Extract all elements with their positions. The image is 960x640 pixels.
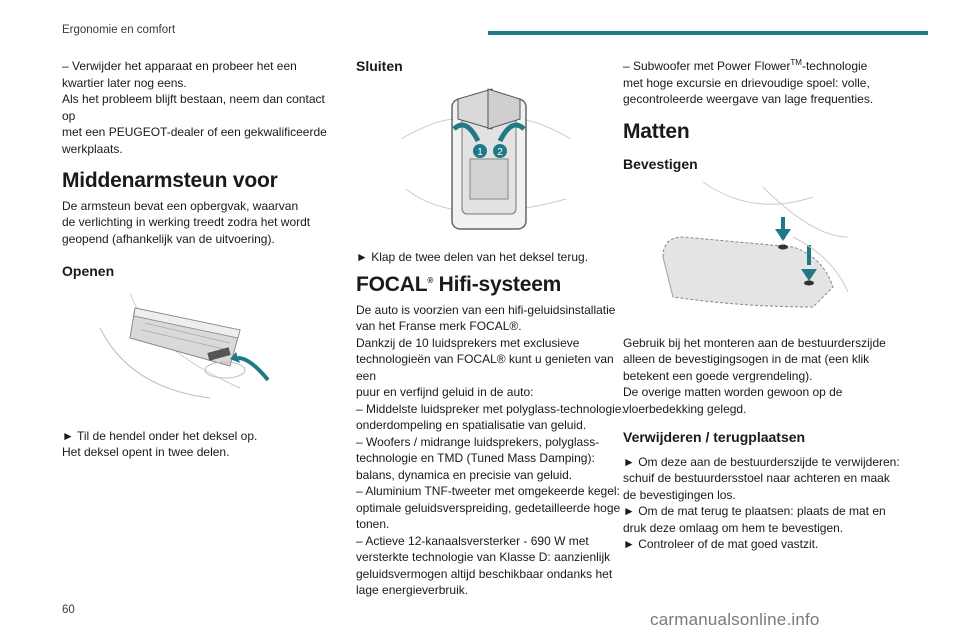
paragraph-line: – Middelste luidspreker met polyglass-te… (356, 401, 625, 416)
instruction-line: ► Om de mat terug te plaatsen: plaats de… (623, 504, 886, 518)
header-accent-bar (488, 31, 928, 35)
paragraph-line: kwartier later nog eens. (62, 75, 187, 90)
paragraph-line: met hoge excursie en drievoudige spoel: … (623, 75, 870, 90)
paragraph-line: De overige matten worden gewoon op de (623, 385, 843, 399)
instruction-line: ► Om deze aan de bestuurderszijde te ver… (623, 454, 900, 469)
column-3: – Subwoofer met Power FlowerTM-technolog… (623, 58, 901, 553)
paragraph-line: technologie en TMD (Tuned Mass Damping): (356, 451, 595, 465)
figure-label-1: 1 (477, 147, 483, 158)
heading-bevestigen: Bevestigen (623, 156, 698, 172)
floor-mat-illustration (643, 177, 853, 319)
paragraph-line: optimale geluidsverspreiding, gedetaille… (356, 500, 621, 515)
paragraph-line: Gebruik bij het monteren aan de bestuurd… (623, 335, 886, 350)
heading-middenarmsteun: Middenarmsteun voor (62, 169, 278, 192)
paragraph-line: met een PEUGEOT-dealer of een gekwalific… (62, 125, 327, 139)
paragraph-line: lage energieverbruik. (356, 583, 469, 597)
column-2: Sluiten 1 2 ► Klap de twee delen van het… (356, 58, 634, 599)
paragraph-line: van het Franse merk FOCAL®. (356, 319, 522, 333)
paragraph-line: – Verwijder het apparaat en probeer het … (62, 59, 297, 73)
paragraph-line: versterkte technologie van Klasse D: aan… (356, 550, 611, 564)
instruction-line: ► Controleer of de mat goed vastzit. (623, 537, 819, 551)
section-header: Ergonomie en comfort (62, 24, 176, 36)
paragraph-line: alleen de bevestigingsogen in de mat (ee… (623, 352, 870, 366)
paragraph-line: de verlichting in werking treedt zodra h… (62, 215, 311, 229)
paragraph-line: onderdompeling en spatialisatie van gelu… (356, 418, 587, 432)
heading-sluiten: Sluiten (356, 58, 403, 74)
paragraph-line: betekent een goede vergrendeling). (623, 368, 813, 383)
heading-openen: Openen (62, 263, 115, 279)
heading-matten: Matten (623, 119, 690, 143)
paragraph-line: De armsteun bevat een opbergvak, waarvan (62, 198, 299, 213)
paragraph-line: – Aluminium TNF-tweeter met omgekeerde k… (356, 484, 620, 498)
paragraph-line: De auto is voorzien van een hifi-geluids… (356, 302, 616, 317)
paragraph-line: – Actieve 12-kanaalsversterker - 690 W m… (356, 533, 589, 548)
paragraph-line: schuif de bestuurdersstoel naar achteren… (623, 471, 890, 485)
paragraph-line: geopend (afhankelijk van de uitvoering). (62, 231, 275, 246)
paragraph-line: – Woofers / midrange luidsprekers, polyg… (356, 434, 600, 449)
paragraph-line: geluidsvermogen altijd beschikbaar ondan… (356, 566, 613, 581)
paragraph-line: technologieën van FOCAL® kunt u genieten… (356, 352, 614, 383)
paragraph-line: druk deze omlaag om hem te bevestigen. (623, 520, 844, 535)
watermark: carmanualsonline.info (650, 610, 820, 629)
column-1: – Verwijder het apparaat en probeer het … (62, 58, 340, 461)
paragraph-line: Dankzij de 10 luidsprekers met exclusiev… (356, 335, 580, 350)
armrest-open-illustration (90, 288, 270, 412)
paragraph-line: Als het probleem blijft bestaan, neem da… (62, 92, 325, 123)
page-number: 60 (62, 604, 75, 616)
paragraph-line: tonen. (356, 517, 390, 531)
focal-text: De auto is voorzien van een hifi-geluids… (356, 302, 634, 599)
paragraph-line: puur en verfijnd geluid in de auto: (356, 385, 534, 399)
figure-label-2: 2 (497, 147, 503, 158)
instruction-line: ► Til de hendel onder het deksel op. (62, 428, 258, 443)
instruction-line: ► Klap de twee delen van het deksel teru… (356, 249, 589, 264)
paragraph-line: balans, dynamica en precisie van geluid. (356, 467, 573, 482)
heading-focal: FOCAL® Hifi-systeem (356, 273, 562, 296)
paragraph-line: Het deksel opent in twee delen. (62, 445, 230, 459)
paragraph-line: vloerbedekking gelegd. (623, 401, 747, 416)
paragraph-line: – Subwoofer met Power FlowerTM-technolog… (623, 58, 868, 74)
paragraph-line: werkplaats. (62, 141, 123, 156)
paragraph-line: gecontroleerde weergave van lage frequen… (623, 92, 874, 106)
heading-verwijderen: Verwijderen / terugplaatsen (623, 429, 806, 445)
paragraph-line: de bevestigingen los. (623, 487, 736, 502)
armrest-close-illustration: 1 2 (396, 79, 576, 237)
